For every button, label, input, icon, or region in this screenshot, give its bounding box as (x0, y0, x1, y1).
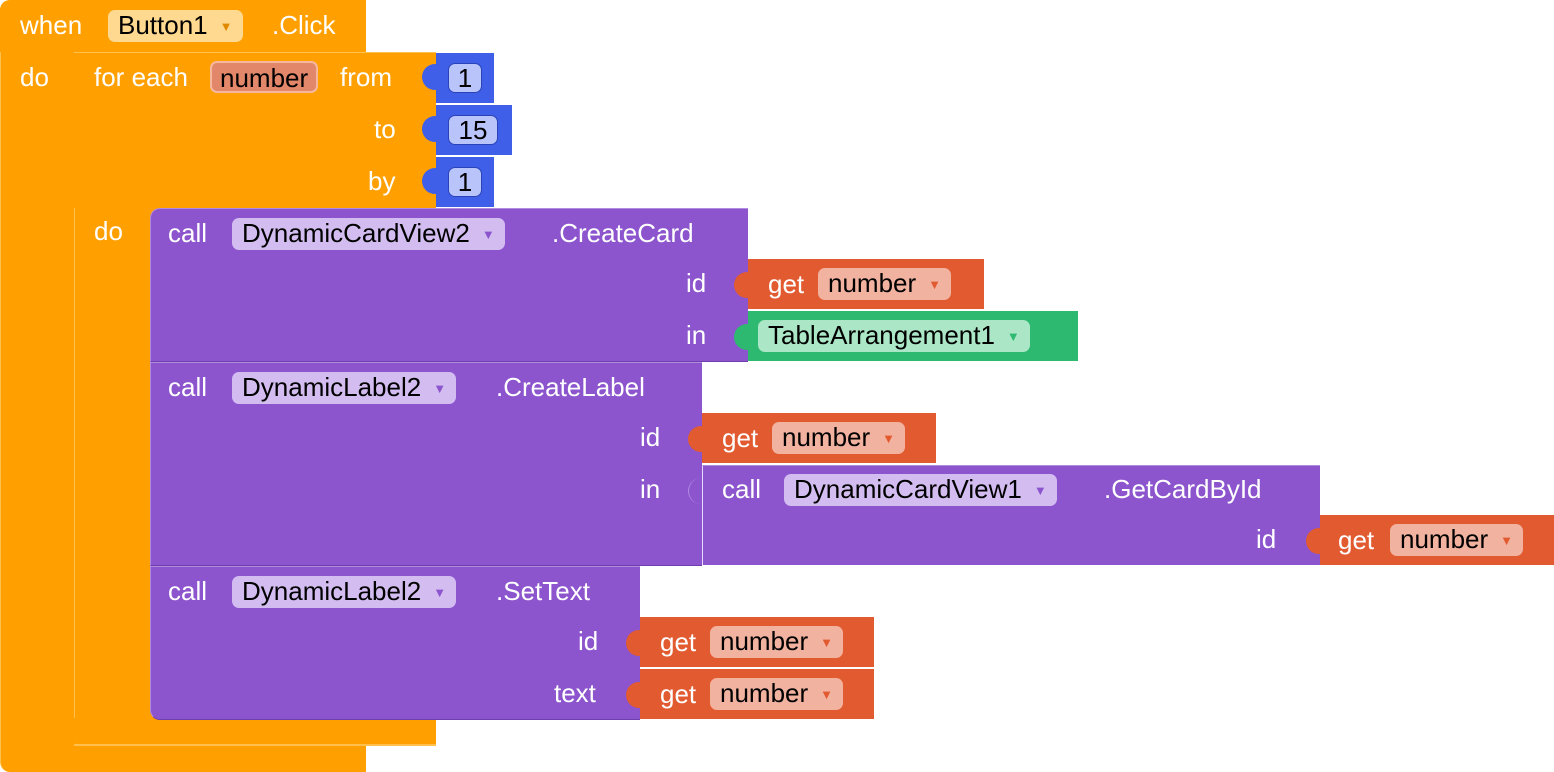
create-label-method: .CreateLabel (496, 372, 645, 402)
variable-name: number (828, 268, 917, 298)
create-label-call-label: call (168, 372, 208, 402)
create-card-call-label: call (168, 218, 208, 248)
event-do-label: do (20, 62, 49, 92)
set-text-id-socket-notch (626, 630, 640, 656)
component-name: TableArrangement1 (768, 320, 995, 350)
component-name: Button1 (118, 10, 208, 40)
get-label: get (1338, 525, 1375, 555)
dropdown-arrow-icon: ▼ (928, 277, 942, 292)
dropdown-arrow-icon: ▼ (1006, 329, 1020, 344)
to-socket-notch (422, 116, 436, 142)
variable-dropdown-number[interactable]: number ▼ (710, 626, 844, 658)
get-label: get (660, 679, 697, 709)
loop-variable-field[interactable]: number (210, 61, 319, 93)
to-number-field[interactable]: 15 (448, 115, 498, 145)
component-dropdown-tablearrangement1[interactable]: TableArrangement1 ▼ (758, 320, 1030, 352)
set-text-call-label: call (168, 576, 208, 606)
set-text-method: .SetText (496, 576, 590, 606)
dropdown-arrow-icon: ▼ (1500, 533, 1514, 548)
from-socket-notch (422, 64, 436, 90)
variable-name: number (782, 422, 871, 452)
get-card-call-label: call (722, 474, 762, 504)
loop-variable-name: number (220, 63, 309, 93)
variable-name: number (1400, 524, 1489, 554)
event-name: .Click (272, 10, 336, 40)
variable-dropdown-number[interactable]: number ▼ (772, 422, 906, 454)
to-label: to (374, 114, 396, 144)
get-label: get (768, 269, 805, 299)
loop-bottom-arm (74, 718, 436, 746)
loop-bottom-arm-edge (74, 744, 436, 746)
create-card-in-socket-notch (734, 324, 748, 350)
set-text-text-socket-notch (626, 682, 640, 708)
component-dropdown-dynamiccardview1[interactable]: DynamicCardView1 ▼ (784, 474, 1057, 506)
set-text-text-label: text (554, 678, 596, 708)
variable-dropdown-number[interactable]: number ▼ (710, 678, 844, 710)
component-name: DynamicLabel2 (242, 576, 422, 606)
create-card-id-label: id (686, 268, 707, 298)
component-dropdown-button1[interactable]: Button1 ▼ (108, 10, 243, 42)
dropdown-arrow-icon: ▼ (219, 19, 233, 34)
create-card-in-label: in (686, 320, 707, 350)
get-label: get (660, 627, 697, 657)
create-label-in-label: in (640, 474, 661, 504)
dropdown-arrow-icon: ▼ (1033, 483, 1047, 498)
create-label-id-socket-notch (688, 426, 702, 452)
get-card-id-label: id (1256, 524, 1277, 554)
dropdown-arrow-icon: ▼ (820, 635, 834, 650)
component-name: DynamicCardView1 (794, 474, 1022, 504)
variable-dropdown-number[interactable]: number ▼ (1390, 524, 1524, 556)
create-card-method: .CreateCard (552, 218, 694, 248)
by-socket-notch (422, 168, 436, 194)
by-number-field[interactable]: 1 (448, 167, 482, 197)
variable-name: number (720, 626, 809, 656)
set-text-id-label: id (578, 626, 599, 656)
component-dropdown-dynamiclabel2[interactable]: DynamicLabel2 ▼ (232, 372, 457, 404)
variable-name: number (720, 678, 809, 708)
variable-dropdown-number[interactable]: number ▼ (818, 268, 952, 300)
loop-do-label: do (94, 216, 123, 246)
dropdown-arrow-icon: ▼ (433, 585, 447, 600)
get-card-id-socket-notch (1306, 528, 1320, 554)
dropdown-arrow-icon: ▼ (820, 687, 834, 702)
component-dropdown-dynamiccardview2[interactable]: DynamicCardView2 ▼ (232, 218, 505, 250)
get-label: get (722, 423, 759, 453)
component-name: DynamicCardView2 (242, 218, 470, 248)
when-label: when (20, 10, 83, 40)
from-label: from (340, 62, 392, 92)
create-card-id-socket-notch (734, 272, 748, 298)
dropdown-arrow-icon: ▼ (433, 381, 447, 396)
from-number-field[interactable]: 1 (448, 63, 482, 93)
create-label-in-socket-notch (688, 478, 703, 504)
get-card-method: .GetCardById (1104, 474, 1262, 504)
by-label: by (368, 166, 396, 196)
for-each-label: for each (94, 62, 188, 92)
component-name: DynamicLabel2 (242, 372, 422, 402)
component-dropdown-dynamiclabel2[interactable]: DynamicLabel2 ▼ (232, 576, 457, 608)
create-label-id-label: id (640, 422, 661, 452)
dropdown-arrow-icon: ▼ (481, 227, 495, 242)
dropdown-arrow-icon: ▼ (882, 431, 896, 446)
